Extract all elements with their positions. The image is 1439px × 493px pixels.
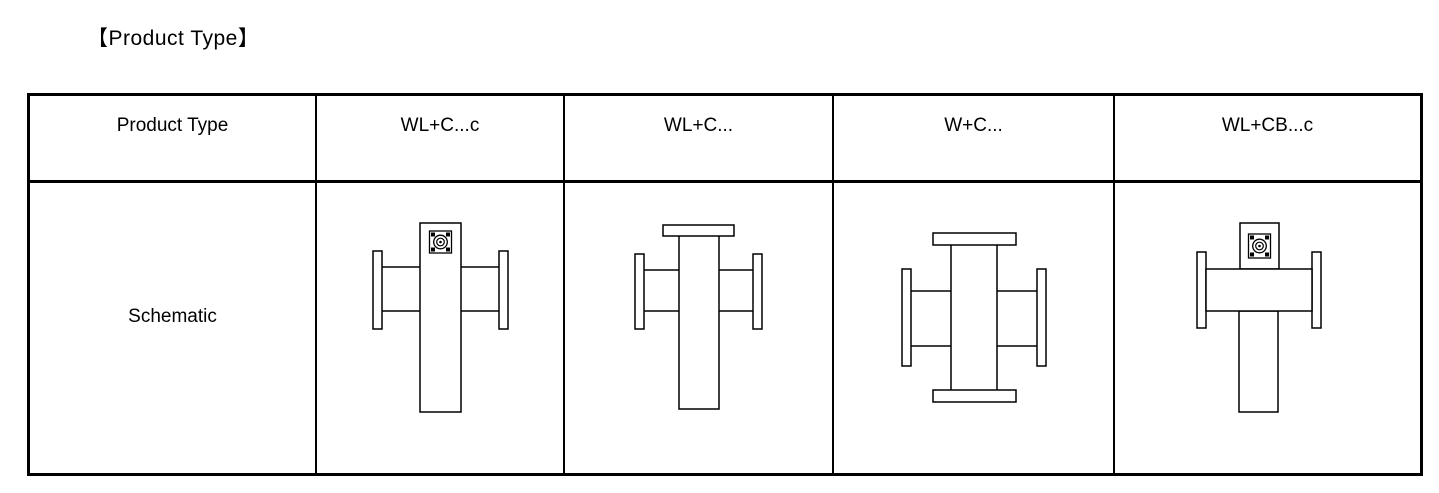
schematic-w-c-drawing [900,231,1047,403]
schematic-wl-c-drawing [634,223,763,410]
header-label: WL+CB...c [1221,115,1314,136]
waveguide-body [418,221,462,413]
right-flange [1035,267,1047,367]
right-flange [1310,250,1322,329]
header-cell-wl-c: WL+C... [565,96,834,183]
row-label: Schematic [128,306,217,327]
schematic-wl-c-c-drawing [371,221,509,413]
left-flange [900,267,912,367]
header-cell-wl-cb-c: WL+CB...c [1115,96,1420,183]
coax-connector-icon [1247,232,1271,259]
schematic-wl-cb-c-drawing [1195,221,1322,413]
header-label: WL+C...c [400,115,480,136]
page-title: 【Product Type】 [87,27,260,50]
right-flange [752,252,763,330]
coax-connector-icon [428,229,452,254]
header-label: W+C... [944,115,1003,136]
header-label: Product Type [116,115,229,136]
schematic-cell-wl-c [565,183,834,473]
header-cell-wl-c-c: WL+C...c [317,96,565,183]
schematic-cell-wl-c-c [317,183,565,473]
row-label-cell-schematic: Schematic [30,183,317,473]
right-flange [497,249,509,330]
header-cell-product-type: Product Type [30,96,317,183]
top-flange [662,223,735,237]
header-label: WL+C... [663,115,734,136]
bottom-leg [1237,309,1279,413]
product-type-table: Product Type WL+C...c WL+C... W+C... WL+… [27,93,1423,476]
waveguide-body [678,233,720,410]
top-flange [931,231,1017,246]
waveguide-body [1204,267,1313,312]
left-flange [371,249,383,330]
waveguide-body [949,242,998,392]
left-flange [1195,250,1207,329]
bottom-flange [931,388,1017,403]
left-flange [634,252,645,330]
schematic-cell-wl-cb-c [1115,183,1420,473]
schematic-cell-w-c [834,183,1115,473]
header-cell-w-c: W+C... [834,96,1115,183]
